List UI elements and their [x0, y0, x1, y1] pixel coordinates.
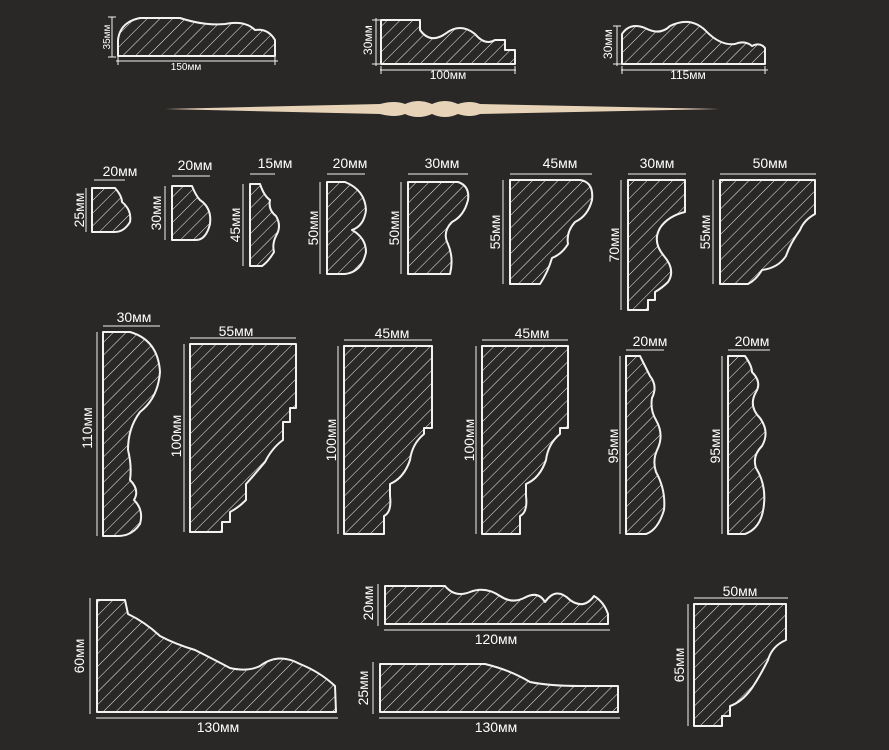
profile-r6: 45мм 55мм — [487, 155, 594, 285]
decorative-ornament — [165, 101, 720, 117]
profile-r5: 30мм 50мм — [386, 155, 470, 275]
profile-b2-height: 20мм — [360, 586, 376, 621]
profile-b3: 130мм 25мм — [355, 662, 620, 735]
profile-r3: 15мм 45мм — [227, 155, 293, 267]
profile-m3: 45мм 100мм — [323, 325, 433, 535]
profile-m3-height: 100мм — [323, 419, 339, 462]
profile-r8-width: 50мм — [753, 155, 788, 171]
profile-t3-height: 30мм — [601, 29, 615, 59]
profile-m6-height: 95мм — [707, 429, 723, 464]
profile-r5-height: 50мм — [386, 211, 402, 246]
profile-r1-height: 25мм — [71, 193, 87, 228]
profile-m1: 30мм 110мм — [79, 309, 161, 537]
profile-b3-width: 130мм — [475, 719, 518, 735]
profile-m1-width: 30мм — [117, 309, 152, 325]
profile-t2-width: 100мм — [430, 68, 467, 82]
profile-r7-width: 30мм — [640, 155, 675, 171]
profile-m2-width: 55мм — [219, 323, 254, 339]
profile-r3-height: 45мм — [227, 208, 243, 243]
profile-m2-height: 100мм — [168, 415, 184, 458]
profile-b4-width: 50мм — [723, 583, 758, 599]
profile-b3-height: 25мм — [355, 671, 371, 706]
profile-m1-height: 110мм — [79, 407, 95, 449]
profile-b2: 120мм 20мм — [360, 584, 610, 647]
profile-m3-width: 45мм — [375, 325, 410, 341]
profile-b4-height: 65мм — [671, 648, 687, 683]
profile-b2-width: 120мм — [475, 631, 518, 647]
profile-r1-width: 20мм — [103, 163, 138, 179]
profile-r4-height: 50мм — [305, 211, 321, 246]
profile-t1-width: 150мм — [171, 62, 202, 73]
profile-r2: 20мм 30мм — [148, 157, 213, 241]
profile-r8: 50мм 55мм — [697, 155, 816, 285]
profile-r2-width: 20мм — [178, 157, 213, 173]
profile-r4: 20мм 50мм — [305, 155, 368, 275]
profile-r4-width: 20мм — [333, 155, 368, 171]
profile-b4: 50мм 65мм — [671, 583, 788, 727]
profile-t1-height: 35мм — [102, 24, 113, 49]
profile-m5: 20мм 95мм — [605, 333, 668, 535]
profile-m5-height: 95мм — [605, 429, 621, 464]
profile-m4-width: 45мм — [515, 325, 550, 341]
profile-r7: 30мм 70мм — [606, 155, 686, 311]
profile-b1-height: 60мм — [71, 639, 87, 674]
profile-r6-width: 45мм — [543, 155, 578, 171]
profile-m4: 45мм 100мм — [461, 325, 569, 535]
profile-b1-width: 130мм — [197, 719, 240, 735]
profile-r8-height: 55мм — [697, 215, 713, 250]
profile-m2: 55мм 100мм — [168, 323, 297, 533]
profile-t2: 100мм 30мм — [361, 18, 516, 82]
profile-t2-height: 30мм — [361, 25, 375, 55]
profile-r2-height: 30мм — [148, 196, 164, 231]
profile-r1: 20мм 25мм — [71, 163, 138, 233]
profile-r6-height: 55мм — [487, 215, 503, 250]
profile-m6-width: 20мм — [735, 333, 770, 349]
profile-b1: 130мм 60мм — [71, 598, 338, 735]
profile-t3-width: 115мм — [670, 68, 706, 82]
profile-t1: 150мм 35мм — [102, 16, 278, 73]
profile-m5-width: 20мм — [633, 333, 668, 349]
profile-m6: 20мм 95мм — [707, 333, 770, 535]
profile-m4-height: 100мм — [461, 419, 477, 462]
profile-r3-width: 15мм — [258, 155, 293, 171]
profile-t3: 115мм 30мм — [601, 20, 768, 82]
profile-r7-height: 70мм — [606, 228, 622, 263]
profile-r5-width: 30мм — [425, 155, 460, 171]
